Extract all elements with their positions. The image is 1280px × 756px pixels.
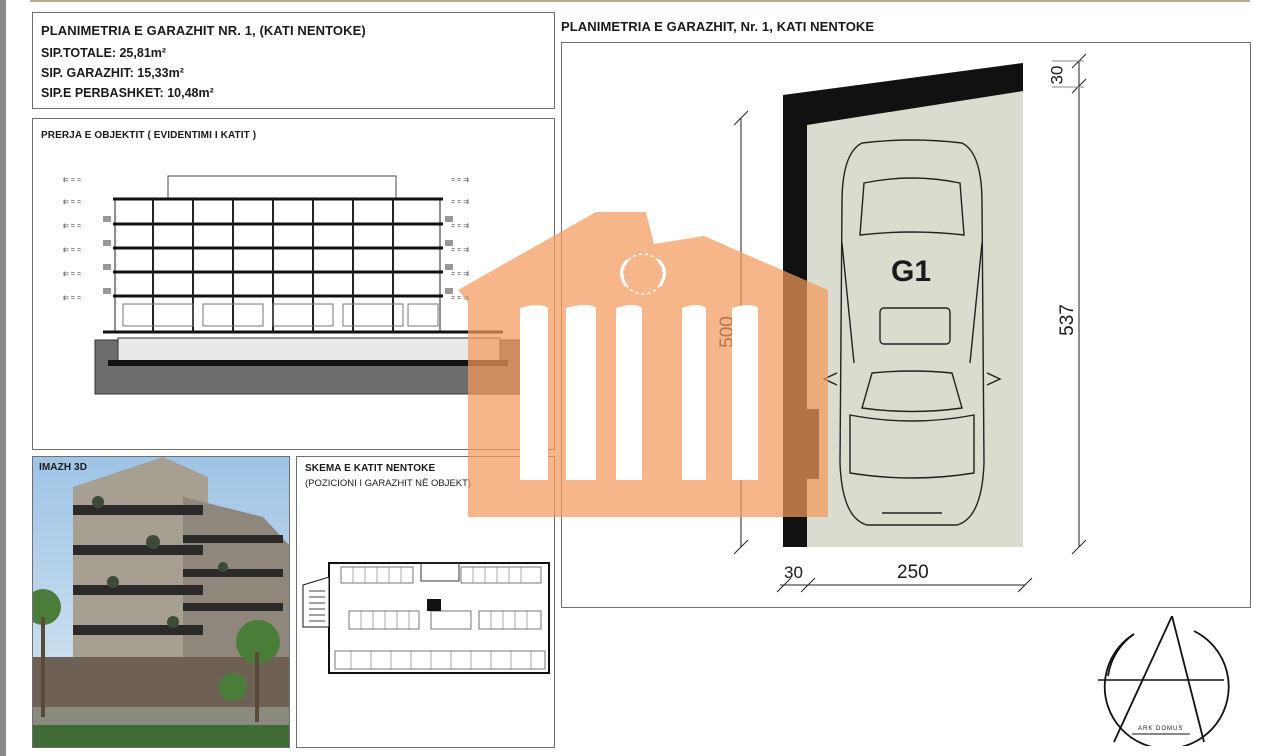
top-border [30, 0, 1250, 2]
svg-text:⇇ = =: ⇇ = = [63, 223, 81, 230]
svg-text:= = ⇉: = = ⇉ [451, 223, 469, 230]
temple-watermark-icon [458, 212, 828, 517]
render3d-panel: IMAZH 3D [32, 456, 290, 748]
info-title: PLANIMETRIA E GARAZHIT NR. 1, (KATI NENT… [41, 23, 366, 38]
section-title: PRERJA E OBJEKTIT ( EVIDENTIMI I KATIT ) [41, 130, 257, 141]
svg-text:= = ⇉: = = ⇉ [451, 271, 469, 278]
svg-text:= = ⇉: = = ⇉ [451, 177, 469, 184]
svg-text:⇇ = =: ⇇ = = [63, 295, 81, 302]
building-render-image [33, 457, 289, 747]
scheme-title: SKEMA E KATIT NENTOKE [305, 463, 436, 474]
info-panel: PLANIMETRIA E GARAZHIT NR. 1, (KATI NENT… [32, 12, 555, 109]
basement-scheme-drawing [302, 562, 550, 674]
svg-text:= = ⇉: = = ⇉ [451, 295, 469, 302]
logo-text: ARK DOMUS [1138, 726, 1184, 732]
garage-area: SIP. GARAZHIT: 15,33m² [41, 66, 184, 80]
dim-wall-side: 30 [784, 563, 803, 582]
ark-domus-logo-icon [1098, 616, 1230, 746]
total-area: SIP.TOTALE: 25,81m² [41, 46, 167, 60]
plan-title: PLANIMETRIA E GARAZHIT, Nr. 1, KATI NENT… [561, 19, 875, 34]
svg-text:⇇ = =: ⇇ = = [63, 271, 81, 278]
scheme-panel: SKEMA E KATIT NENTOKE (POZICIONI I GARAZ… [296, 456, 555, 748]
dim-depth-total: 537 [1056, 304, 1078, 336]
left-border [0, 0, 6, 756]
dim-width: 250 [897, 562, 929, 583]
dim-wall-top: 30 [1047, 65, 1067, 85]
space-label: G1 [891, 255, 932, 288]
section-panel: PRERJA E OBJEKTIT ( EVIDENTIMI I KATIT ) [32, 118, 555, 450]
shared-area: SIP.E PERBASHKET: 10,48m² [41, 86, 214, 100]
svg-text:⇇ = =: ⇇ = = [63, 177, 81, 184]
svg-text:= = ⇉: = = ⇉ [451, 199, 469, 206]
svg-text:= = ⇉: = = ⇉ [451, 247, 469, 254]
svg-text:⇇ = =: ⇇ = = [63, 199, 81, 206]
svg-text:⇇ = =: ⇇ = = [63, 247, 81, 254]
render3d-title: IMAZH 3D [39, 462, 88, 473]
scheme-subtitle: (POZICIONI I GARAZHIT NË OBJEKT) [305, 478, 472, 489]
